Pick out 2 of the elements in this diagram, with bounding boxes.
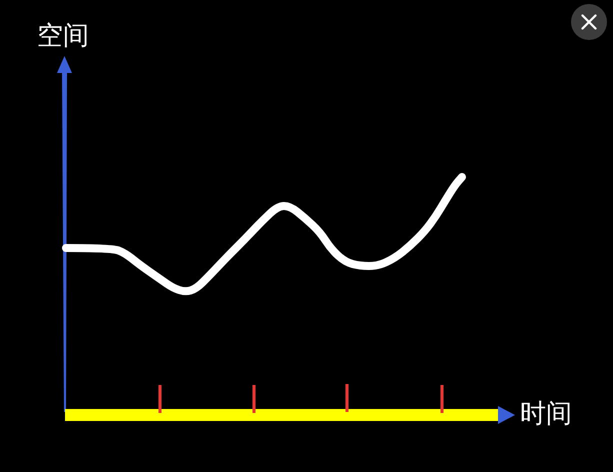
axis-label: 时间 bbox=[520, 399, 572, 429]
axis-label: 空间 bbox=[37, 21, 89, 51]
